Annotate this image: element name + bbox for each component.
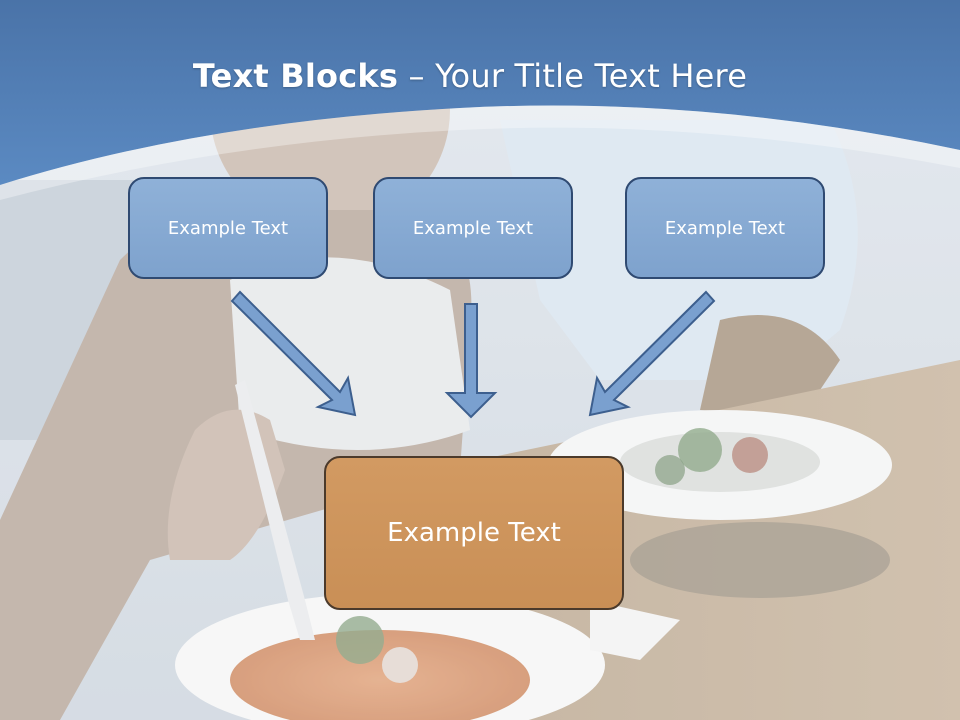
text-block-left[interactable]: Example Text [128,177,328,279]
text-block-center[interactable]: Example Text [373,177,573,279]
text-block-center-label: Example Text [412,217,534,239]
title-separator: – [398,57,436,95]
text-block-target[interactable]: Example Text [324,456,624,610]
text-block-target-label: Example Text [387,518,561,548]
title-regular: Your Title Text Here [435,57,748,95]
text-block-right[interactable]: Example Text [625,177,825,279]
title-bold: Text Blocks [192,57,399,95]
header-band [0,0,960,200]
text-block-left-label: Example Text [167,217,289,239]
slide-title: Text Blocks – Your Title Text Here [0,54,940,98]
text-block-right-label: Example Text [664,217,786,239]
